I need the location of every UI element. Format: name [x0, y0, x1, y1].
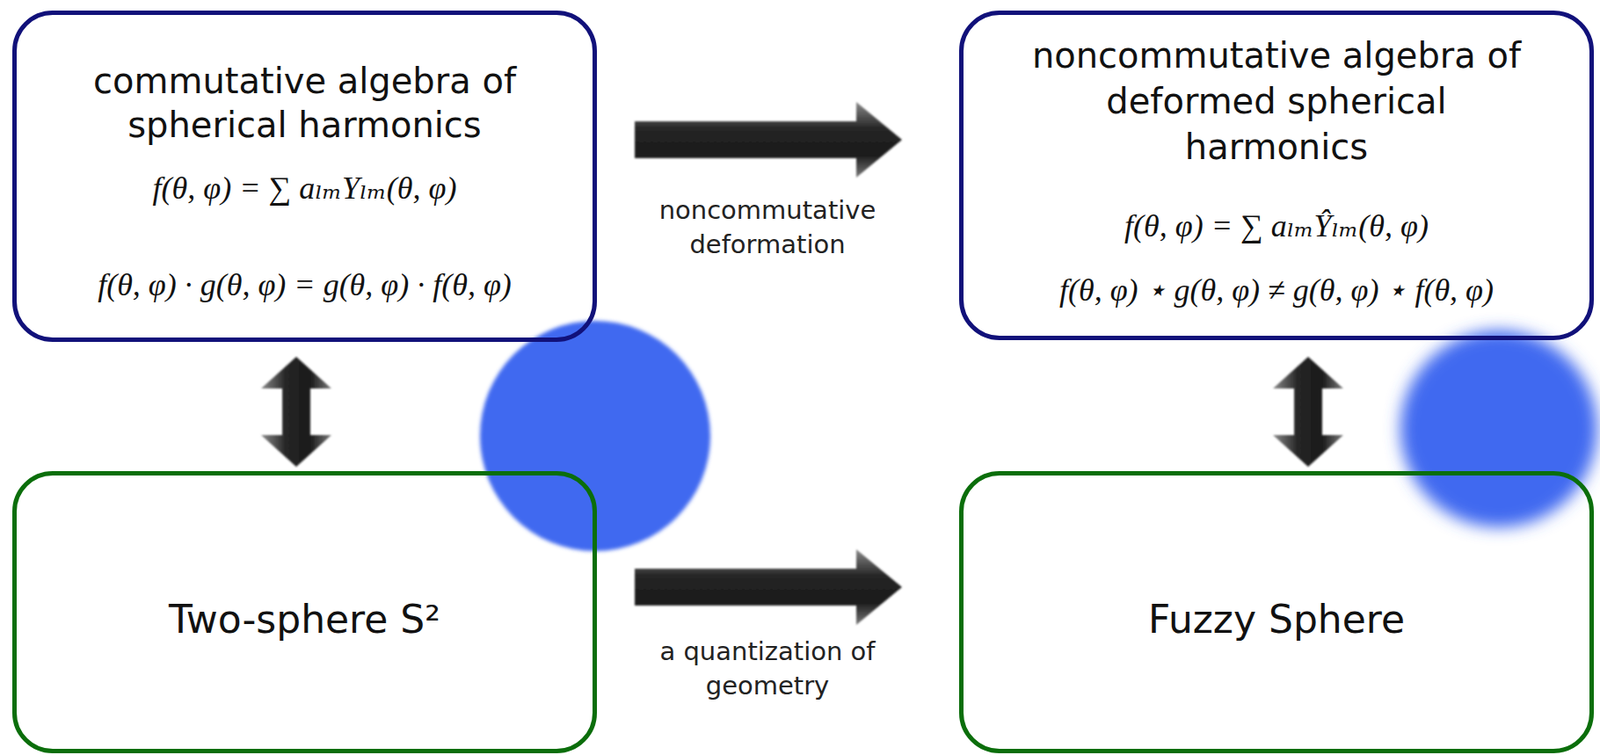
algebra-heading: noncommutative algebra of deformed spher…	[1012, 32, 1541, 170]
block-arrow	[261, 356, 332, 467]
geometry-box: Fuzzy Sphere	[959, 471, 1594, 754]
block-arrow	[1272, 356, 1344, 467]
algebra-box: commutative algebra of spherical harmoni…	[12, 10, 597, 342]
algebra-heading: commutative algebra of spherical harmoni…	[41, 58, 569, 147]
blurred-blue-circle	[1400, 330, 1598, 528]
space-name: Two-sphere S²	[41, 596, 569, 644]
arrow-label: noncommutative deformation	[635, 193, 900, 262]
space-name: Fuzzy Sphere	[1012, 596, 1541, 644]
formula: f(θ, φ) = ∑ aₗₘYₗₘ(θ, φ)	[23, 168, 587, 208]
geometry-box: Two-sphere S²	[12, 471, 597, 754]
algebra-box: noncommutative algebra of deformed spher…	[959, 10, 1594, 341]
block-arrow	[634, 549, 902, 626]
formula: f(θ, φ) · g(θ, φ) = g(θ, φ) · f(θ, φ)	[21, 265, 589, 305]
formula: f(θ, φ) ⋆ g(θ, φ) ≠ g(θ, φ) ⋆ f(θ, φ)	[968, 270, 1585, 310]
block-arrow	[634, 101, 902, 178]
arrow-label: a quantization of geometry	[635, 634, 900, 704]
formula: f(θ, φ) = ∑ aₗₘŶₗₘ(θ, φ)	[973, 206, 1580, 246]
